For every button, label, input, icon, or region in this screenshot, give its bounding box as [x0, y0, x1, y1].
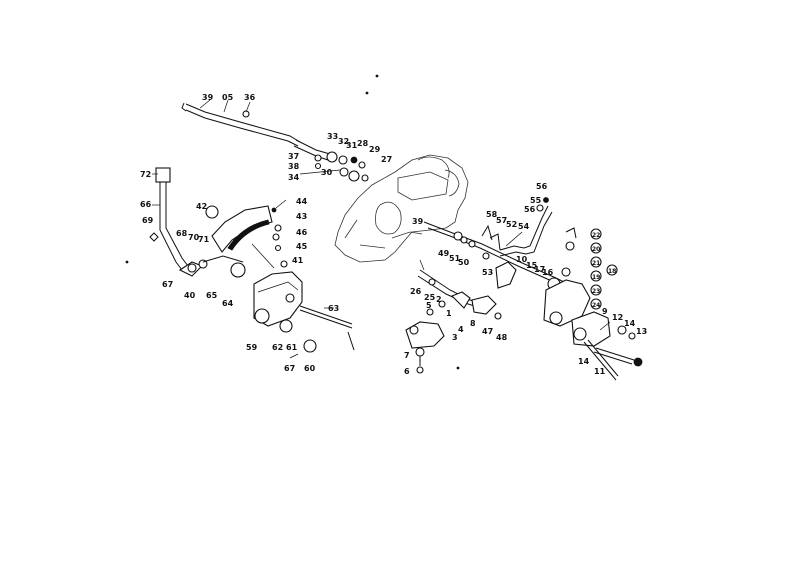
callout-34: 34	[288, 173, 300, 182]
callout-23: 23	[592, 288, 600, 295]
callout-26: 26	[410, 287, 422, 296]
callout-22: 22	[592, 232, 600, 239]
callout-58: 58	[486, 210, 498, 219]
callout-32: 32	[338, 137, 349, 146]
callout-52: 52	[506, 220, 517, 229]
callout-28: 28	[357, 139, 369, 148]
callout-36: 36	[244, 93, 256, 102]
callout-70: 70	[188, 233, 200, 242]
callout-11: 11	[594, 367, 606, 376]
callout-61: 61	[286, 343, 298, 352]
callout-24: 24	[592, 302, 600, 309]
callout-62: 62	[272, 343, 283, 352]
callout-53: 53	[482, 268, 493, 277]
callout-17: 17	[534, 265, 545, 274]
callout-42: 42	[196, 202, 207, 211]
callout-51: 51	[449, 254, 461, 263]
hand-lever	[149, 167, 189, 271]
callout-15: 15	[526, 261, 538, 270]
callout-67-a: 67	[162, 280, 173, 289]
callout-45: 45	[296, 242, 308, 251]
callout-56-a: 56	[536, 182, 548, 191]
callout-14-b: 14	[578, 357, 590, 366]
callout-1: 1	[446, 309, 452, 318]
callout-54: 54	[518, 222, 530, 231]
engine-block-outline	[334, 154, 469, 263]
quadrant-sector	[205, 205, 288, 269]
callout-30: 30	[321, 168, 333, 177]
leader-lines	[152, 99, 611, 331]
callout-33: 33	[327, 132, 338, 141]
center-linkage	[423, 197, 581, 295]
callout-64: 64	[222, 299, 234, 308]
callout-46: 46	[296, 228, 308, 237]
callout-59: 59	[246, 343, 258, 352]
callout-29: 29	[369, 145, 381, 154]
callout-63: 63	[328, 304, 339, 313]
callout-2: 2	[436, 295, 442, 304]
callout-40: 40	[184, 291, 196, 300]
callout-43: 43	[296, 212, 307, 221]
callout-5: 5	[426, 301, 432, 310]
callout-05: 05	[222, 93, 234, 102]
callout-69: 69	[142, 216, 154, 225]
callout-57: 57	[496, 216, 507, 225]
callout-60: 60	[304, 364, 316, 373]
callout-39-a: 39	[202, 93, 214, 102]
callout-56-b: 56	[524, 205, 536, 214]
callout-72: 72	[140, 170, 151, 179]
callout-8: 8	[470, 319, 476, 328]
callout-50: 50	[458, 258, 470, 267]
callout-18: 18	[608, 268, 616, 275]
callout-44: 44	[296, 197, 308, 206]
callout-14-a: 14	[624, 319, 636, 328]
callout-21: 21	[592, 260, 600, 267]
callout-48: 48	[496, 333, 508, 342]
right-valve-block	[543, 227, 643, 381]
callout-16: 16	[542, 268, 554, 277]
callout-10: 10	[516, 255, 528, 264]
callout-3: 3	[452, 333, 458, 342]
callout-13: 13	[636, 327, 647, 336]
callout-6: 6	[404, 367, 410, 376]
callout-49: 49	[438, 249, 450, 258]
callout-27: 27	[381, 155, 392, 164]
left-valve-housing	[178, 255, 355, 359]
callout-12: 12	[612, 313, 623, 322]
callout-25: 25	[424, 293, 436, 302]
specks	[125, 74, 460, 370]
callout-19: 19	[592, 274, 600, 281]
callout-9: 9	[602, 307, 608, 316]
callout-65: 65	[206, 291, 218, 300]
callout-20: 20	[592, 246, 600, 253]
callout-39-b: 39	[412, 217, 424, 226]
upper-control-rod	[181, 102, 369, 182]
callout-55: 55	[530, 196, 542, 205]
callout-47: 47	[482, 327, 493, 336]
callout-67-b: 67	[284, 364, 295, 373]
callout-labels: 39 05 36 33 32 31 28 29 37 38 34 30 27 7…	[140, 93, 647, 376]
callout-38: 38	[288, 162, 300, 171]
callout-71: 71	[198, 235, 210, 244]
callout-37: 37	[288, 152, 299, 161]
lower-valve-assembly	[405, 269, 502, 374]
callout-4: 4	[458, 325, 464, 334]
callout-41: 41	[292, 256, 304, 265]
circled-callouts	[590, 228, 618, 310]
callout-66: 66	[140, 200, 152, 209]
callout-68: 68	[176, 229, 188, 238]
callout-7: 7	[404, 351, 410, 360]
callout-31: 31	[346, 141, 358, 150]
